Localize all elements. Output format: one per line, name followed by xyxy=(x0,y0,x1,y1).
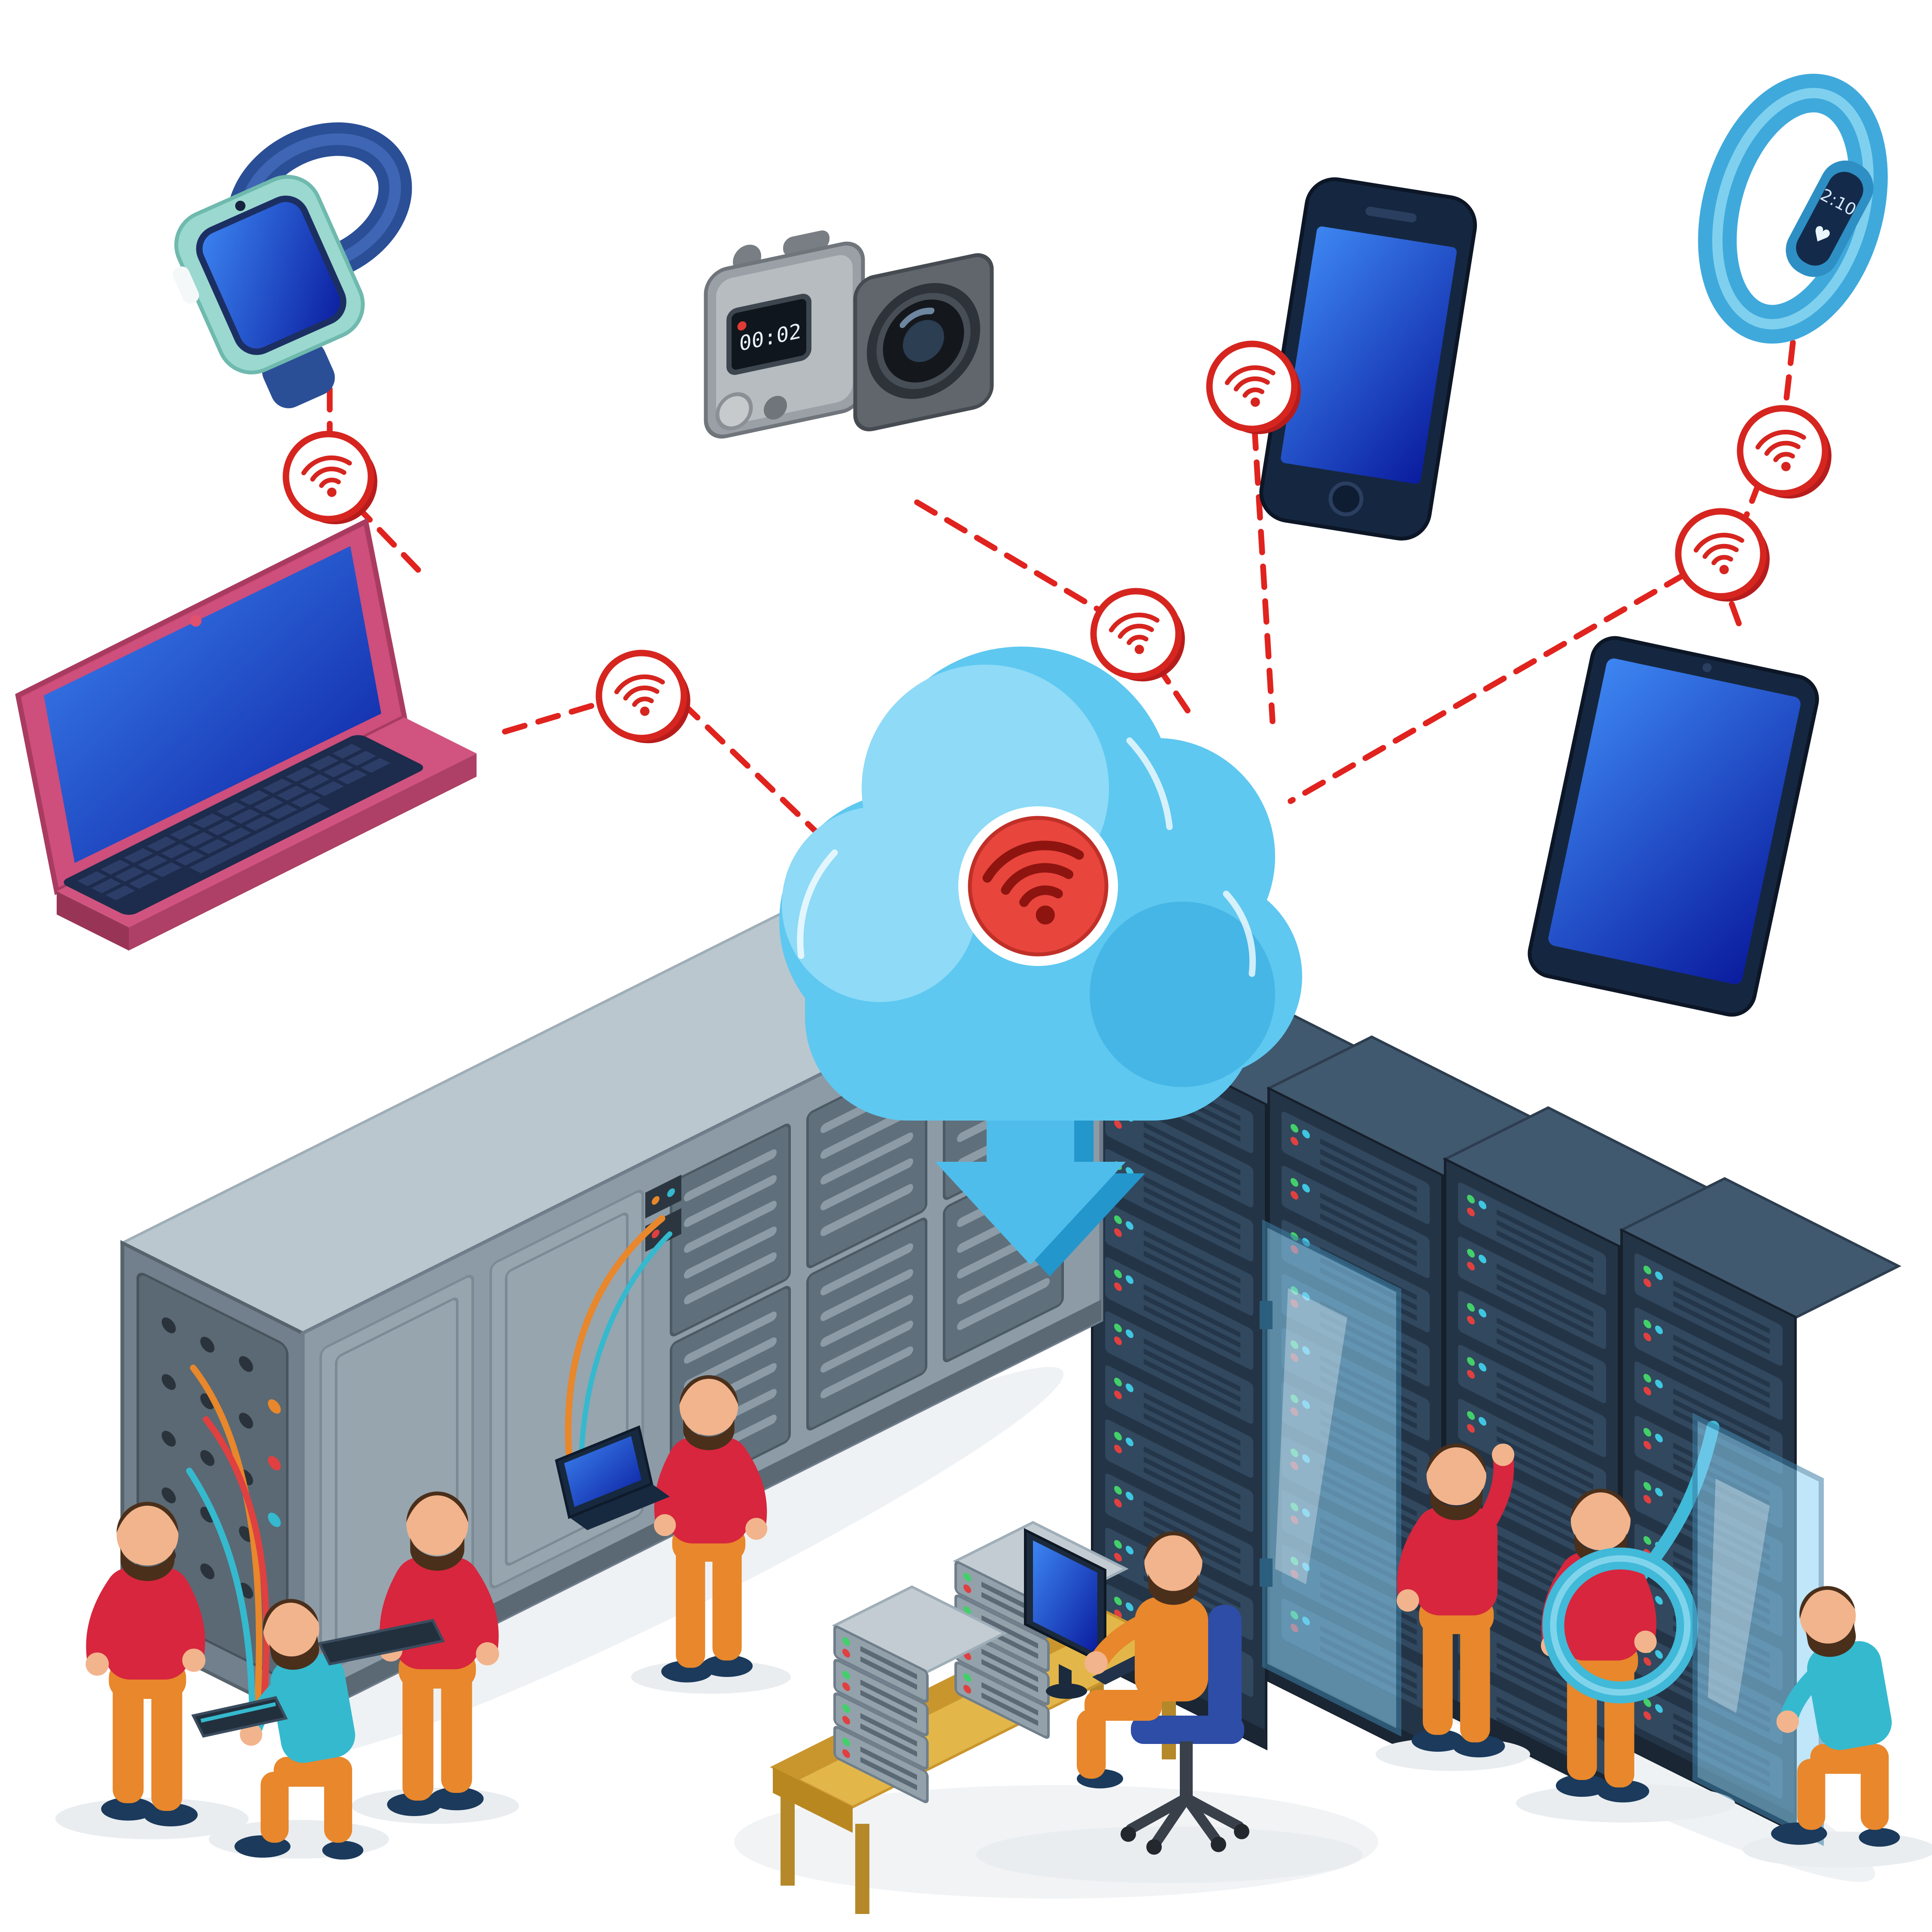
link-node-cloud-right xyxy=(1252,425,1276,724)
watch-screen xyxy=(196,195,346,355)
camera-barrel-cap xyxy=(715,392,753,431)
server-stack xyxy=(832,1585,1008,1803)
laptop-base-front xyxy=(129,753,477,951)
link-node-cloud-left xyxy=(680,700,825,840)
phone-screen xyxy=(1281,226,1457,484)
link-node-cloud-far xyxy=(1288,571,1688,804)
door-hinge xyxy=(1260,1558,1273,1587)
link-laptop-node xyxy=(502,700,603,735)
watch-camera-dot xyxy=(235,200,246,211)
wifi-dashed-links xyxy=(327,340,1796,840)
workstation-desk xyxy=(770,1521,1178,1914)
door-hinge xyxy=(1260,1301,1273,1329)
cloud-wifi-badge xyxy=(958,806,1118,966)
download-arrow-icon xyxy=(935,1020,1145,1276)
laptop-webcam-dot xyxy=(190,615,202,627)
desk-leg xyxy=(855,1824,869,1914)
camera-lcd xyxy=(726,294,811,375)
desk-skirt-side xyxy=(773,1767,853,1833)
camera-rec-dot xyxy=(737,321,747,331)
diagnostic-laptop-screen xyxy=(564,1436,641,1507)
band-loop-highlight xyxy=(1712,88,1874,330)
action-camera: 00:02 xyxy=(704,230,994,439)
link-node-laptop xyxy=(352,502,428,580)
tablet xyxy=(1528,636,1819,1017)
cable-coil xyxy=(1542,1547,1698,1704)
patch-junction-box xyxy=(645,1208,681,1252)
glass-door-2 xyxy=(1692,1413,1824,1846)
laptop-base-side xyxy=(57,891,129,951)
tablet-camera-dot xyxy=(1702,663,1712,672)
phone-earpiece xyxy=(1365,207,1417,222)
patch-cables xyxy=(186,1364,270,1729)
handheld-server-unit xyxy=(191,1696,288,1738)
cloud-shade xyxy=(1090,902,1275,1087)
laptop xyxy=(15,518,477,951)
diagnostic-laptop xyxy=(555,1425,670,1530)
office-chair xyxy=(1121,1605,1249,1855)
fitness-band: 2:10 ♥ xyxy=(1698,73,1888,344)
smartwatch xyxy=(173,122,412,408)
camera-lens-glint xyxy=(899,307,935,328)
watch-side-button xyxy=(173,266,199,304)
server-blade xyxy=(317,1619,445,1666)
wifi-node-icon xyxy=(591,644,699,752)
laptop-screen xyxy=(44,546,381,863)
smartphone xyxy=(1259,177,1477,541)
link-tablet-node xyxy=(1725,592,1742,626)
monitor-screen xyxy=(1033,1540,1097,1654)
desk-monitor xyxy=(1024,1528,1106,1699)
wifi-node-icon xyxy=(1732,399,1840,507)
wifi-cloud xyxy=(779,647,1302,1121)
link-camera-node xyxy=(914,499,1103,614)
phone-home-button xyxy=(1328,481,1364,516)
camera-knob xyxy=(764,395,787,420)
camera-lens-glass xyxy=(903,320,944,362)
tablet-screen xyxy=(1548,658,1801,984)
patch-junction-box xyxy=(645,1175,681,1219)
wifi-node-icon xyxy=(1671,502,1778,611)
band-screen xyxy=(1796,172,1863,266)
glass-door-1 xyxy=(1260,1219,1401,1737)
link-band-node xyxy=(1782,340,1796,413)
laptop-keyboard xyxy=(64,735,423,915)
